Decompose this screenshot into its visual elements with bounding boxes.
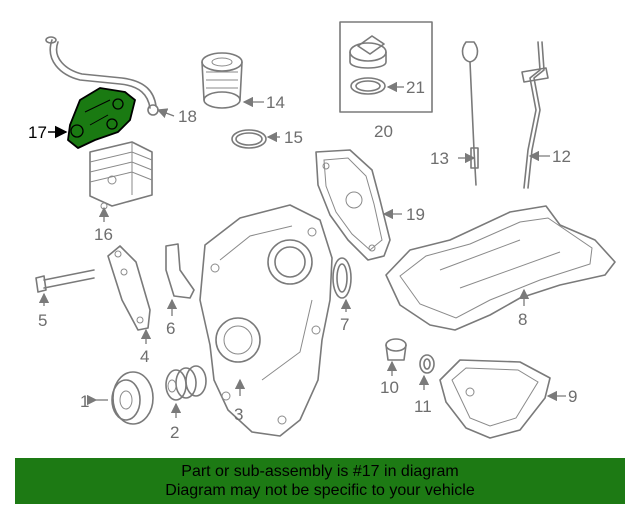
callout-21: 21 — [406, 78, 425, 97]
callout-labels: 1 2 3 4 5 6 7 8 9 10 11 12 13 14 15 16 1… — [28, 78, 577, 442]
callout-3: 3 — [234, 405, 243, 424]
part-17-highlighted — [67, 87, 136, 149]
part-12-dipstick-tube — [521, 41, 549, 189]
callout-18: 18 — [178, 107, 197, 126]
part-8-oil-pan-upper — [385, 205, 616, 331]
part-6-gasket-strip — [165, 243, 195, 299]
callout-5: 5 — [38, 311, 47, 330]
callout-20: 20 — [374, 122, 393, 141]
callout-15: 15 — [284, 128, 303, 147]
callout-19: 19 — [406, 205, 425, 224]
callout-2: 2 — [170, 423, 179, 442]
callout-6: 6 — [166, 319, 175, 338]
callout-11: 11 — [414, 397, 432, 416]
part-18-oil-hose — [45, 36, 159, 116]
part-7-seal — [332, 257, 352, 299]
parts-diagram: 1 2 3 4 5 6 7 8 9 10 11 12 13 14 15 16 1… — [28, 21, 616, 442]
part-16-oil-cooler — [89, 141, 153, 210]
part-13-dipstick — [461, 41, 479, 186]
part-14-oil-filter — [201, 52, 243, 109]
callout-13: 13 — [430, 149, 449, 168]
callout-9: 9 — [568, 387, 577, 406]
part-9-oil-pan-lower — [439, 359, 551, 439]
banner-line-1: Part or sub-assembly is #17 in diagram — [181, 463, 459, 480]
part-4-bracket — [107, 245, 151, 331]
callout-16: 16 — [94, 225, 113, 244]
leader-lines — [38, 81, 566, 418]
banner-line-2: Diagram may not be specific to your vehi… — [165, 482, 475, 499]
info-banner: Part or sub-assembly is #17 in diagram D… — [15, 458, 625, 504]
callout-14: 14 — [266, 93, 285, 112]
part-10-plug — [385, 338, 407, 361]
callout-17: 17 — [28, 123, 47, 142]
callout-12: 12 — [552, 147, 571, 166]
callout-7: 7 — [340, 315, 349, 334]
part-19-gasket — [315, 149, 391, 261]
part-11-washer — [419, 354, 435, 374]
part-3-timing-cover — [199, 204, 333, 437]
part-20-oil-cap-assembly — [339, 21, 433, 113]
callout-10: 10 — [380, 378, 399, 397]
part-15-ring — [231, 129, 267, 149]
callout-4: 4 — [140, 347, 149, 366]
part-1-pulley — [111, 371, 154, 425]
callout-8: 8 — [518, 310, 527, 329]
part-5-bolt — [35, 269, 95, 293]
callout-1: 1 — [80, 392, 89, 411]
part-2-boot — [165, 365, 207, 401]
